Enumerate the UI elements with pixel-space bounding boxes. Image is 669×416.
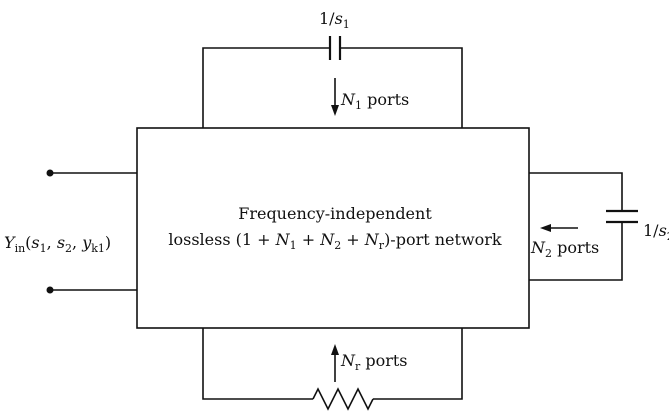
right-loop: [529, 172, 638, 281]
network-title-line2: lossless (1 + N1 + N2 + Nr)-port network: [168, 230, 502, 252]
arrow-n2: [540, 224, 578, 232]
n1-ports-label: N1 ports: [340, 90, 409, 112]
resistor-zigzag: [312, 387, 374, 411]
input-port: [46, 169, 137, 294]
network-box: [136, 127, 530, 329]
cap-right-label: 1/s2: [643, 221, 669, 243]
n2-ports-label: N2 ports: [530, 238, 599, 260]
network-title-line1: Frequency-independent: [238, 204, 432, 223]
cap-top-label: 1/s1: [319, 9, 350, 31]
bottom-loop: [202, 328, 463, 411]
nr-ports-label: Nr ports: [340, 351, 408, 373]
terminal-top-dot: [46, 169, 54, 177]
top-loop: [202, 36, 463, 128]
terminal-bottom-dot: [46, 286, 54, 294]
arrow-nr: [331, 344, 339, 382]
arrow-n1: [331, 78, 339, 116]
input-admittance-label: Yin(s1, s2, yk1): [4, 233, 111, 255]
